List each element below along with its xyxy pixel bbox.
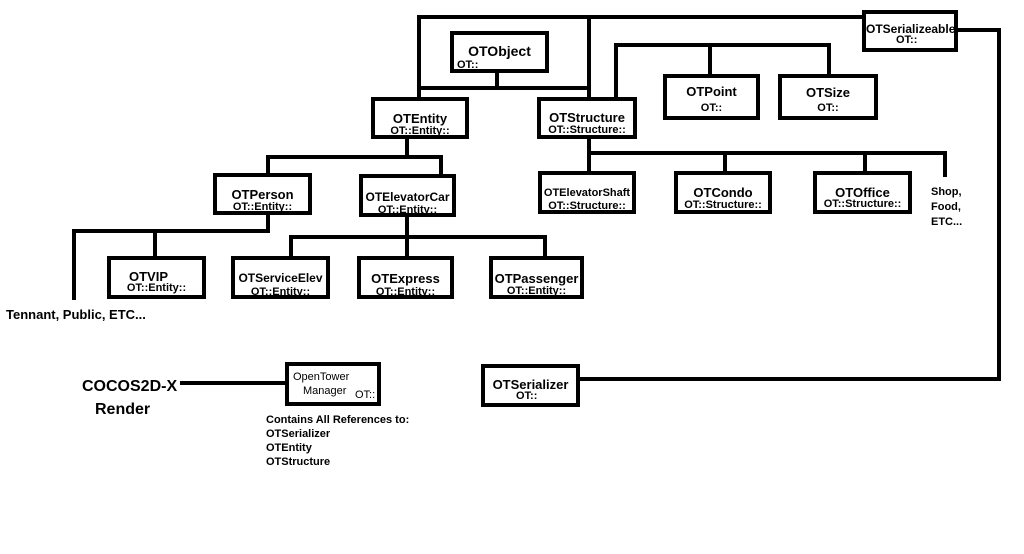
class-namespace: OT::Structure::: [548, 200, 626, 212]
note-line: OTStructure: [266, 456, 331, 468]
note-line: Food,: [931, 201, 961, 213]
class-namespace: OT::Entity::: [232, 201, 293, 213]
class-namespace: OT::: [817, 102, 839, 114]
class-name: OTElevatorShaft: [543, 187, 631, 199]
class-name: OTServiceElev: [238, 271, 323, 285]
class-namespace: OT::: [355, 389, 376, 401]
class-name: OTElevatorCar: [365, 190, 450, 204]
class-otcondo: OTCondo OT::Structure::: [674, 171, 772, 214]
class-name: OTObject: [468, 43, 531, 59]
class-otelevatorshaft: OTElevatorShaft OT::Structure::: [538, 171, 636, 214]
class-otentity: OTEntity OT::Entity::: [371, 97, 469, 139]
class-namespace: OT::Entity::: [126, 282, 187, 294]
renderer-label: COCOS2D-X Render: [82, 375, 177, 421]
manager-references-note: Contains All References to: OTSerializer…: [266, 413, 409, 469]
class-otexpress: OTExpress OT::Entity::: [357, 256, 454, 299]
note-line: Contains All References to:: [266, 414, 410, 426]
class-namespace: OT::Entity::: [506, 285, 567, 297]
class-namespace: OT::Entity::: [377, 204, 438, 216]
class-name-line1: OpenTower: [293, 371, 350, 383]
class-otserviceelev: OTServiceElev OT::Entity::: [231, 256, 330, 299]
class-name: OTEntity: [392, 111, 448, 126]
class-namespace: OT::Entity::: [390, 125, 450, 137]
renderer-line2: Render: [95, 401, 151, 418]
class-otelevatorcar: OTElevatorCar OT::Entity::: [359, 174, 456, 217]
renderer-line1: COCOS2D-X: [82, 378, 178, 395]
note-line: OTEntity: [266, 442, 312, 454]
class-opentower-manager: OpenTower Manager OT::: [285, 362, 381, 406]
class-namespace: OT::Entity::: [250, 286, 311, 298]
note-line: Shop,: [931, 186, 962, 198]
class-otpoint: OTPoint OT::: [663, 74, 760, 120]
class-namespace: OT::: [896, 34, 918, 46]
class-otpassenger: OTPassenger OT::Entity::: [489, 256, 584, 299]
class-otstructure: OTStructure OT::Structure::: [537, 97, 637, 139]
class-otoffice: OTOffice OT::Structure::: [813, 171, 912, 214]
class-name: OTPoint: [686, 84, 737, 99]
class-name: OTOffice: [835, 185, 890, 200]
class-name: OTSerializeable: [866, 22, 956, 36]
class-otserializeable: OTSerializeable OT::: [862, 10, 958, 52]
class-namespace: OT::: [457, 59, 479, 71]
class-name: OTPerson: [231, 187, 294, 202]
class-name: OTPassenger: [494, 271, 579, 286]
class-otobject: OTObject OT::: [450, 31, 549, 73]
structure-more-note: Shop, Food, ETC...: [931, 185, 962, 230]
class-namespace: OT::: [516, 390, 538, 402]
class-namespace: OT::Structure::: [823, 198, 902, 210]
class-namespace: OT::Structure::: [548, 124, 626, 136]
class-name: OTStructure: [549, 110, 625, 125]
class-name: OTCondo: [693, 185, 753, 200]
class-otvip: OTVIP OT::Entity::: [107, 256, 206, 299]
class-namespace: OT::Entity::: [375, 286, 436, 298]
person-more-note: Tennant, Public, ETC...: [6, 307, 146, 322]
class-namespace: OT::Structure::: [684, 199, 762, 211]
note-line: ETC...: [931, 216, 963, 228]
class-namespace: OT::: [700, 102, 723, 114]
class-name: OTVIP: [129, 269, 169, 284]
class-name: OTSize: [805, 85, 851, 100]
class-name: OTSerializer: [492, 377, 569, 392]
class-otserializer: OTSerializer OT::: [481, 364, 580, 407]
class-otsize: OTSize OT::: [778, 74, 878, 120]
class-name-line2: Manager: [303, 385, 347, 397]
note-line: OTSerializer: [266, 428, 331, 440]
class-otperson: OTPerson OT::Entity::: [213, 173, 312, 215]
class-name: OTExpress: [371, 271, 440, 286]
